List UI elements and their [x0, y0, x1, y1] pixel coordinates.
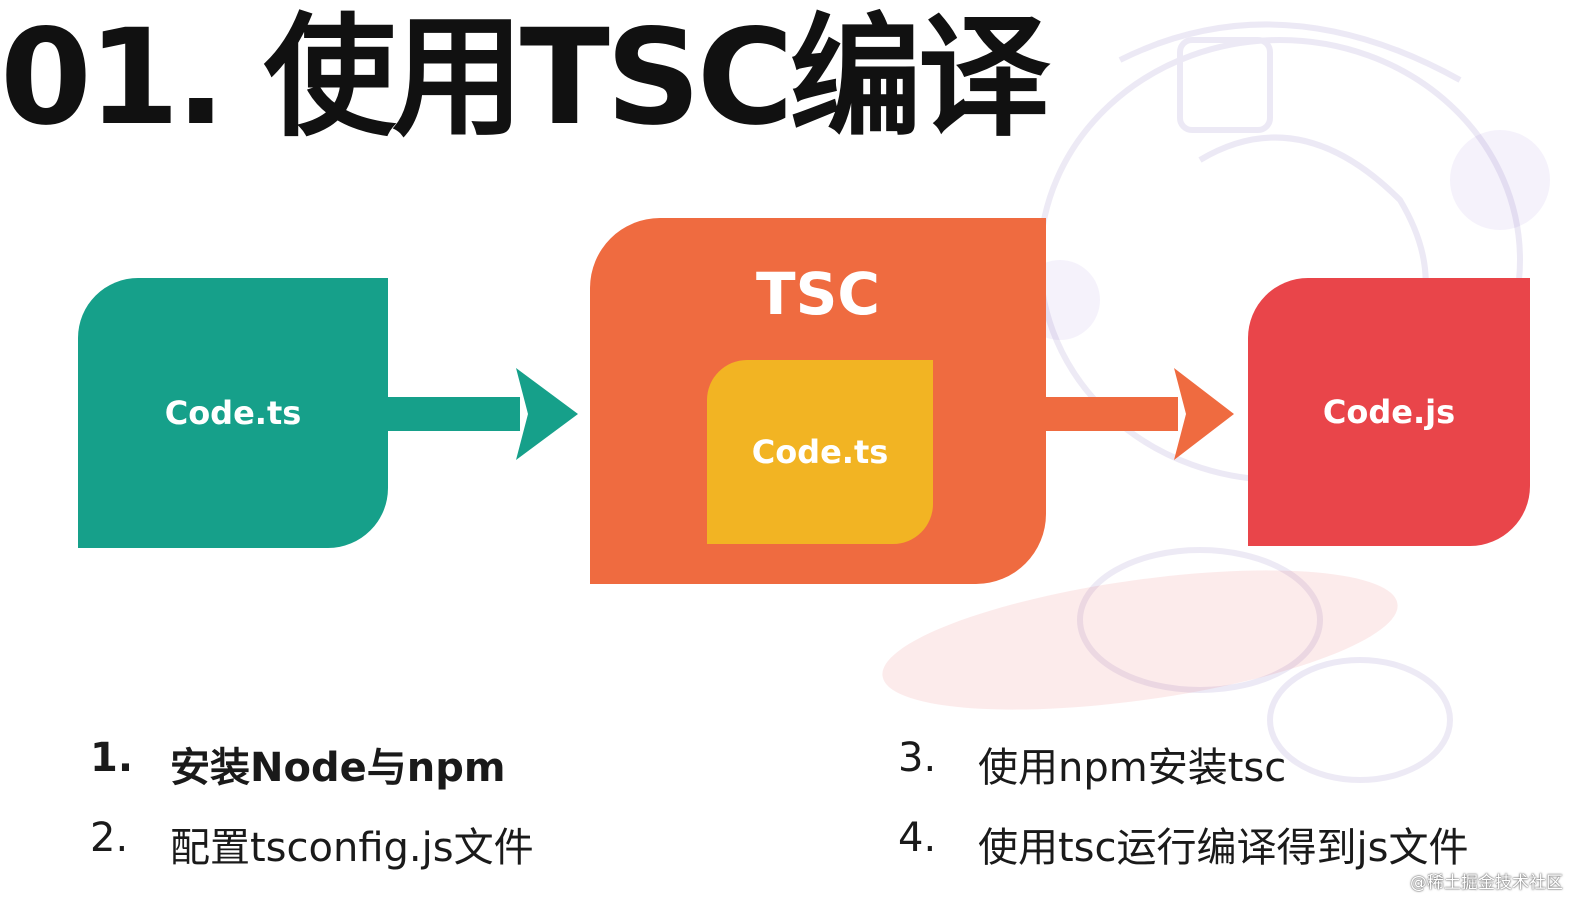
arrow-right-icon: [388, 368, 578, 460]
tsc-compiler-box: TSC Code.ts: [590, 218, 1046, 584]
compiler-input-box: Code.ts: [707, 360, 933, 544]
arrow-right-icon: [1046, 368, 1234, 460]
step-text: 配置tsconfig.js文件: [170, 825, 534, 871]
output-code-box: Code.js: [1248, 278, 1530, 546]
step-number: 2.: [90, 815, 129, 861]
source-code-box: Code.ts: [78, 278, 388, 548]
step-number: 1.: [90, 735, 134, 781]
source-code-label: Code.ts: [164, 394, 302, 432]
step-number: 4.: [898, 815, 937, 861]
tsc-compiler-label: TSC: [756, 260, 880, 328]
watermark: @稀土掘金技术社区: [1410, 873, 1563, 893]
output-code-label: Code.js: [1322, 393, 1456, 431]
step-item: 3. 使用npm安装tsc: [898, 735, 1286, 793]
page-title: 01. 使用TSC编译: [0, 1, 1050, 155]
step-item: 1. 安装Node与npm: [90, 735, 506, 793]
step-text: 使用tsc运行编译得到js文件: [978, 825, 1469, 871]
step-item: 2. 配置tsconfig.js文件: [90, 815, 534, 873]
compiler-input-label: Code.ts: [751, 433, 889, 471]
step-text: 安装Node与npm: [170, 745, 506, 791]
step-text: 使用npm安装tsc: [978, 745, 1287, 791]
step-item: 4. 使用tsc运行编译得到js文件: [898, 815, 1468, 873]
step-number: 3.: [898, 735, 937, 781]
